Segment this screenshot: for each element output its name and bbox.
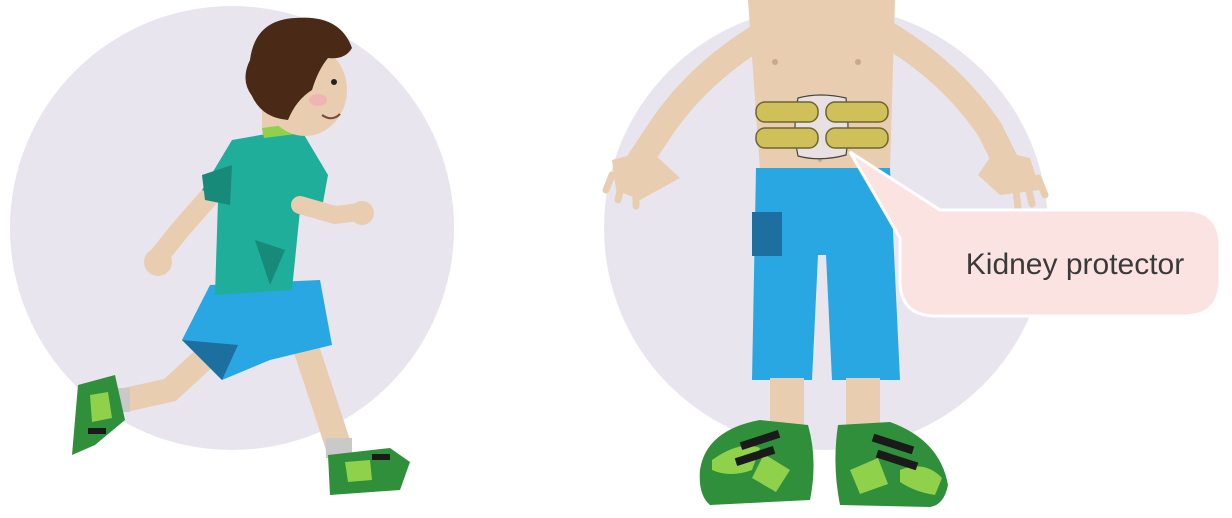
callout-label: Kidney protector xyxy=(930,242,1220,288)
